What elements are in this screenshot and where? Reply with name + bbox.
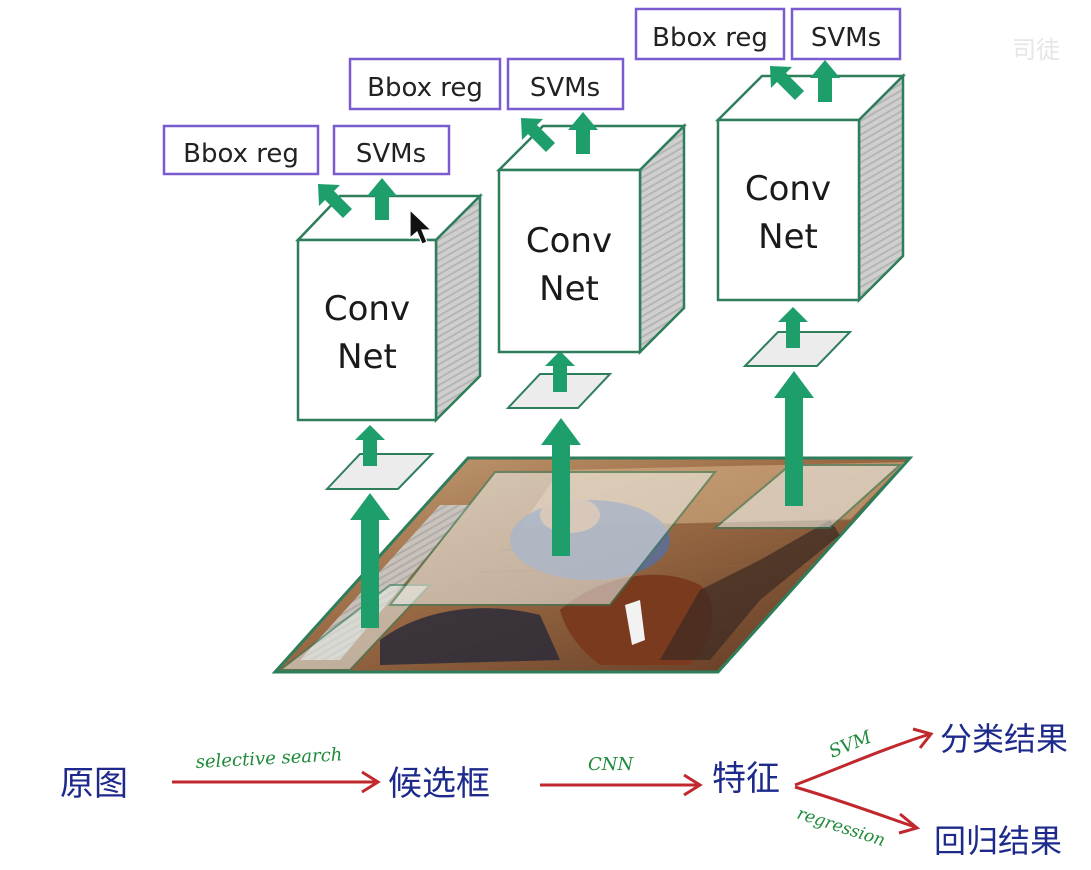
diagonal-arrow-icon xyxy=(770,66,804,100)
flow-source: 原图 xyxy=(60,764,128,804)
up-arrow-icon xyxy=(545,351,575,392)
stack-1: Conv Net Bbox reg SVMs xyxy=(162,124,484,628)
stack-2: Conv Net Bbox reg SVMs xyxy=(348,57,688,556)
up-arrow-icon xyxy=(774,371,814,506)
cube-front xyxy=(497,168,642,354)
arrowhead-icon xyxy=(898,812,921,835)
bbox-reg-box xyxy=(634,7,786,61)
warped-region xyxy=(742,331,853,367)
flow-regression-result: 回归结果 xyxy=(934,822,1062,860)
cube-front xyxy=(716,118,861,302)
flow-features: 特征 xyxy=(712,759,780,799)
svms-box xyxy=(790,7,902,61)
flow-step2-label: CNN xyxy=(588,754,635,775)
up-arrow-icon xyxy=(355,425,385,466)
bbox-reg-box xyxy=(162,124,320,176)
stack-3: Conv Net Bbox reg SVMs xyxy=(634,7,907,506)
arrowhead-icon xyxy=(912,727,934,749)
flow-step1-label: selective search xyxy=(195,744,343,773)
cube-front xyxy=(296,238,438,422)
up-arrow-icon xyxy=(350,493,390,628)
bbox-reg-label: Bbox reg xyxy=(183,139,299,169)
arrowhead-icon xyxy=(683,773,703,797)
cursor-icon xyxy=(409,208,433,245)
flow-branch-down-label: regression xyxy=(794,804,887,851)
region-proposal-3 xyxy=(712,464,903,529)
warped-region xyxy=(324,453,435,490)
pipeline-flow: 原图 selective search 候选框 CNN 特征 SVM regre… xyxy=(60,720,1068,860)
svms-label: SVMs xyxy=(811,23,881,53)
flow-classification: 分类结果 xyxy=(940,720,1068,758)
svms-box xyxy=(332,124,451,176)
bbox-reg-label: Bbox reg xyxy=(367,73,483,103)
diagonal-arrow-icon xyxy=(318,184,352,218)
watermark: 司徒 xyxy=(1012,36,1060,64)
conv-net-label-line2: Net xyxy=(539,269,599,309)
up-arrow-icon xyxy=(778,307,808,348)
svms-label: SVMs xyxy=(356,139,426,169)
conv-net-label-line1: Conv xyxy=(526,221,612,261)
up-arrow-icon xyxy=(568,112,598,154)
conv-net-label-line1: Conv xyxy=(324,289,410,329)
diagonal-arrow-icon xyxy=(521,118,555,152)
conv-net-label-line2: Net xyxy=(758,217,818,257)
conv-net-label-line2: Net xyxy=(337,337,397,377)
arrowhead-icon xyxy=(361,770,381,794)
bbox-reg-label: Bbox reg xyxy=(652,23,768,53)
flow-candidates: 候选框 xyxy=(388,764,490,804)
conv-net-label-line1: Conv xyxy=(745,169,831,209)
up-arrow-icon xyxy=(367,178,397,220)
flow-branch-down xyxy=(794,785,916,829)
svms-label: SVMs xyxy=(530,73,600,103)
flow-branch-up xyxy=(794,732,931,787)
bbox-reg-box xyxy=(348,57,502,111)
svms-box xyxy=(506,57,625,111)
up-arrow-icon xyxy=(541,418,581,556)
up-arrow-icon xyxy=(810,60,840,102)
